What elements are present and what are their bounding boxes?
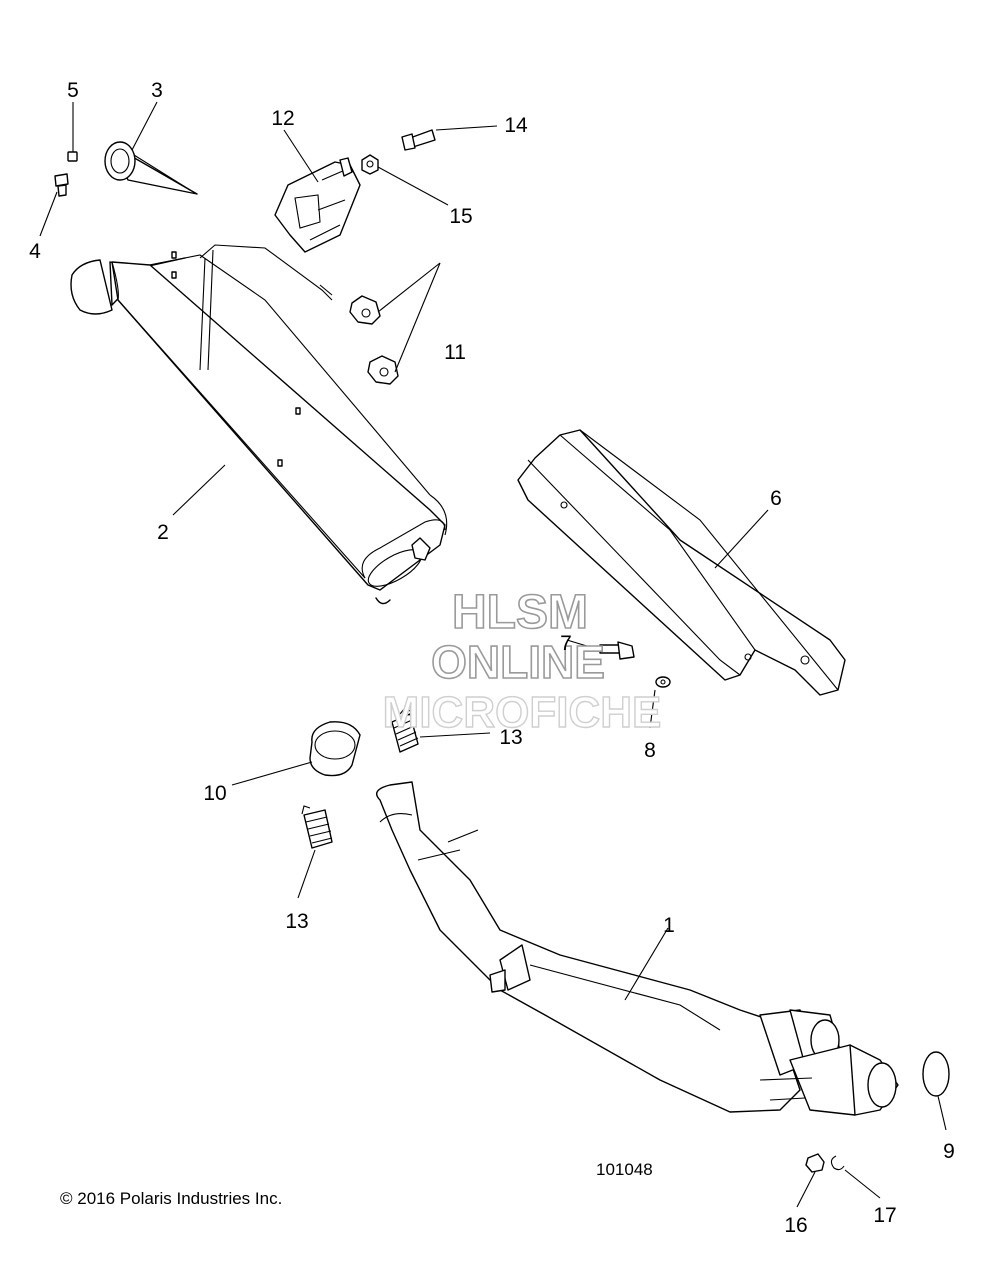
callout-14: 14 xyxy=(504,114,528,137)
callout-10: 10 xyxy=(203,782,226,805)
watermark-line-3: MICROFICHE xyxy=(383,688,662,737)
part-1-head-pipe xyxy=(376,781,899,1116)
callout-9: 9 xyxy=(943,1140,955,1163)
callout-1: 1 xyxy=(663,914,675,937)
diagram-number: 101048 xyxy=(596,1160,653,1179)
callout-17: 17 xyxy=(873,1204,896,1227)
callout-11: 11 xyxy=(444,341,466,364)
part-2-muffler xyxy=(70,244,448,605)
part-11-grommets xyxy=(349,295,399,385)
copyright-notice: © 2016 Polaris Industries Inc. xyxy=(60,1189,282,1208)
part-5-plug xyxy=(67,151,78,162)
callout-13-upper: 13 xyxy=(499,726,522,749)
part-6-heat-shield xyxy=(517,429,846,696)
callout-2: 2 xyxy=(157,521,169,544)
callout-4: 4 xyxy=(29,240,41,263)
watermark-line-2: ONLINE xyxy=(431,636,605,688)
callout-12: 12 xyxy=(271,107,294,130)
part-14-bolt xyxy=(401,129,436,151)
watermark: HLSM ONLINE MICROFICHE xyxy=(382,585,662,738)
callout-16: 16 xyxy=(784,1214,807,1237)
part-8-washer xyxy=(655,676,671,688)
part-9-o-ring xyxy=(922,1051,950,1097)
callout-8: 8 xyxy=(644,739,656,762)
part-10-gasket xyxy=(309,721,361,777)
callout-3: 3 xyxy=(151,79,163,102)
part-15-nut xyxy=(361,154,379,175)
part-13-spring-upper xyxy=(391,707,419,753)
part-3-spark-arrestor xyxy=(104,141,198,195)
watermark-line-1: HLSM xyxy=(452,586,588,639)
part-12-bracket xyxy=(274,157,361,253)
callout-6: 6 xyxy=(770,487,782,510)
leader-lines xyxy=(39,101,947,1208)
part-7-screw xyxy=(599,641,635,660)
part-17-clip xyxy=(830,1155,845,1171)
callout-13-lower: 13 xyxy=(285,910,308,933)
part-13-spring-lower xyxy=(301,805,333,849)
callout-15: 15 xyxy=(449,205,472,228)
part-16-nut xyxy=(805,1153,825,1173)
callout-5: 5 xyxy=(67,79,79,102)
callout-labels: 5 3 4 12 14 15 11 2 6 7 8 13 10 13 1 9 1… xyxy=(29,79,955,1237)
callout-7: 7 xyxy=(560,632,572,655)
part-4-bolt xyxy=(54,173,69,197)
